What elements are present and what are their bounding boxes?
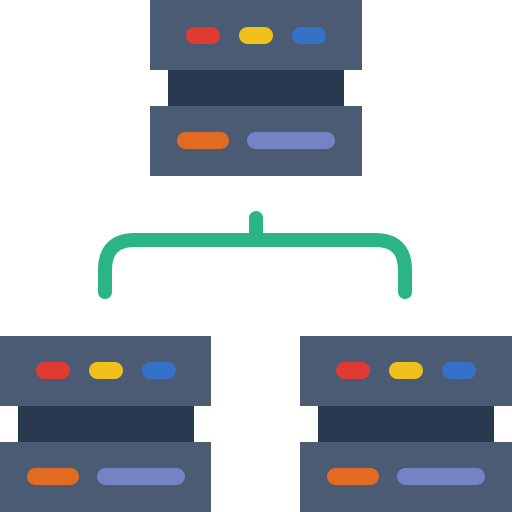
server-top-orange-bar	[177, 132, 229, 149]
server-top	[150, 0, 362, 176]
server-bottom-right-red-led	[336, 362, 370, 379]
server-bottom-right-yellow-led	[389, 362, 423, 379]
server-bottom-left	[0, 336, 211, 512]
connector-line	[98, 211, 412, 299]
server-top-yellow-led	[239, 27, 273, 44]
server-bottom-right-gap	[318, 406, 494, 442]
server-top-blue-led	[292, 27, 326, 44]
server-bottom-right-lavender-bar	[397, 468, 485, 485]
server-bottom-left-blue-led	[142, 362, 176, 379]
server-bottom-right-orange-bar	[327, 468, 379, 485]
server-bottom-right-blue-led	[442, 362, 476, 379]
server-bottom-left-yellow-led	[89, 362, 123, 379]
server-bottom-left-gap	[18, 406, 194, 442]
server-bottom-left-orange-bar	[27, 468, 79, 485]
server-top-red-led	[186, 27, 220, 44]
server-bottom-left-lavender-bar	[97, 468, 185, 485]
server-bottom-left-red-led	[36, 362, 70, 379]
server-bottom-right	[300, 336, 512, 512]
server-top-lavender-bar	[247, 132, 335, 149]
server-top-gap	[168, 70, 344, 106]
